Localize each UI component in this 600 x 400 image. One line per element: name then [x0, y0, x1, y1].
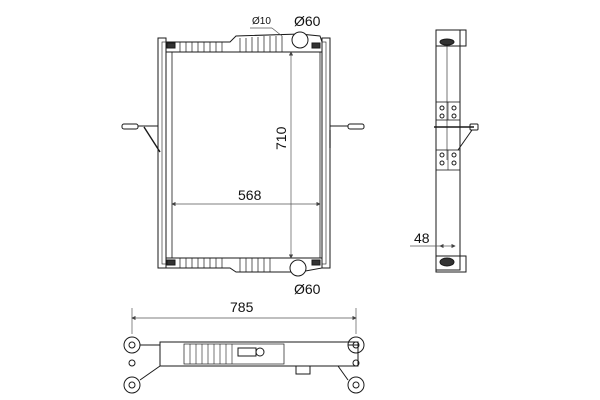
dimension-core-width: 568 — [238, 187, 262, 203]
dimension-top-outlet-diameter: Ø60 — [294, 13, 321, 29]
dimension-height: 710 — [273, 126, 289, 150]
dimension-inlet-diameter: Ø10 — [252, 16, 271, 27]
front-view-dimensions — [171, 27, 321, 259]
top-view-dimensions — [131, 308, 357, 334]
front-view — [121, 31, 365, 277]
dimension-overall-width: 785 — [230, 299, 254, 315]
side-view — [434, 29, 479, 273]
top-view — [123, 336, 365, 394]
dimension-depth: 48 — [414, 230, 430, 246]
dimension-bottom-outlet-diameter: Ø60 — [294, 281, 321, 297]
